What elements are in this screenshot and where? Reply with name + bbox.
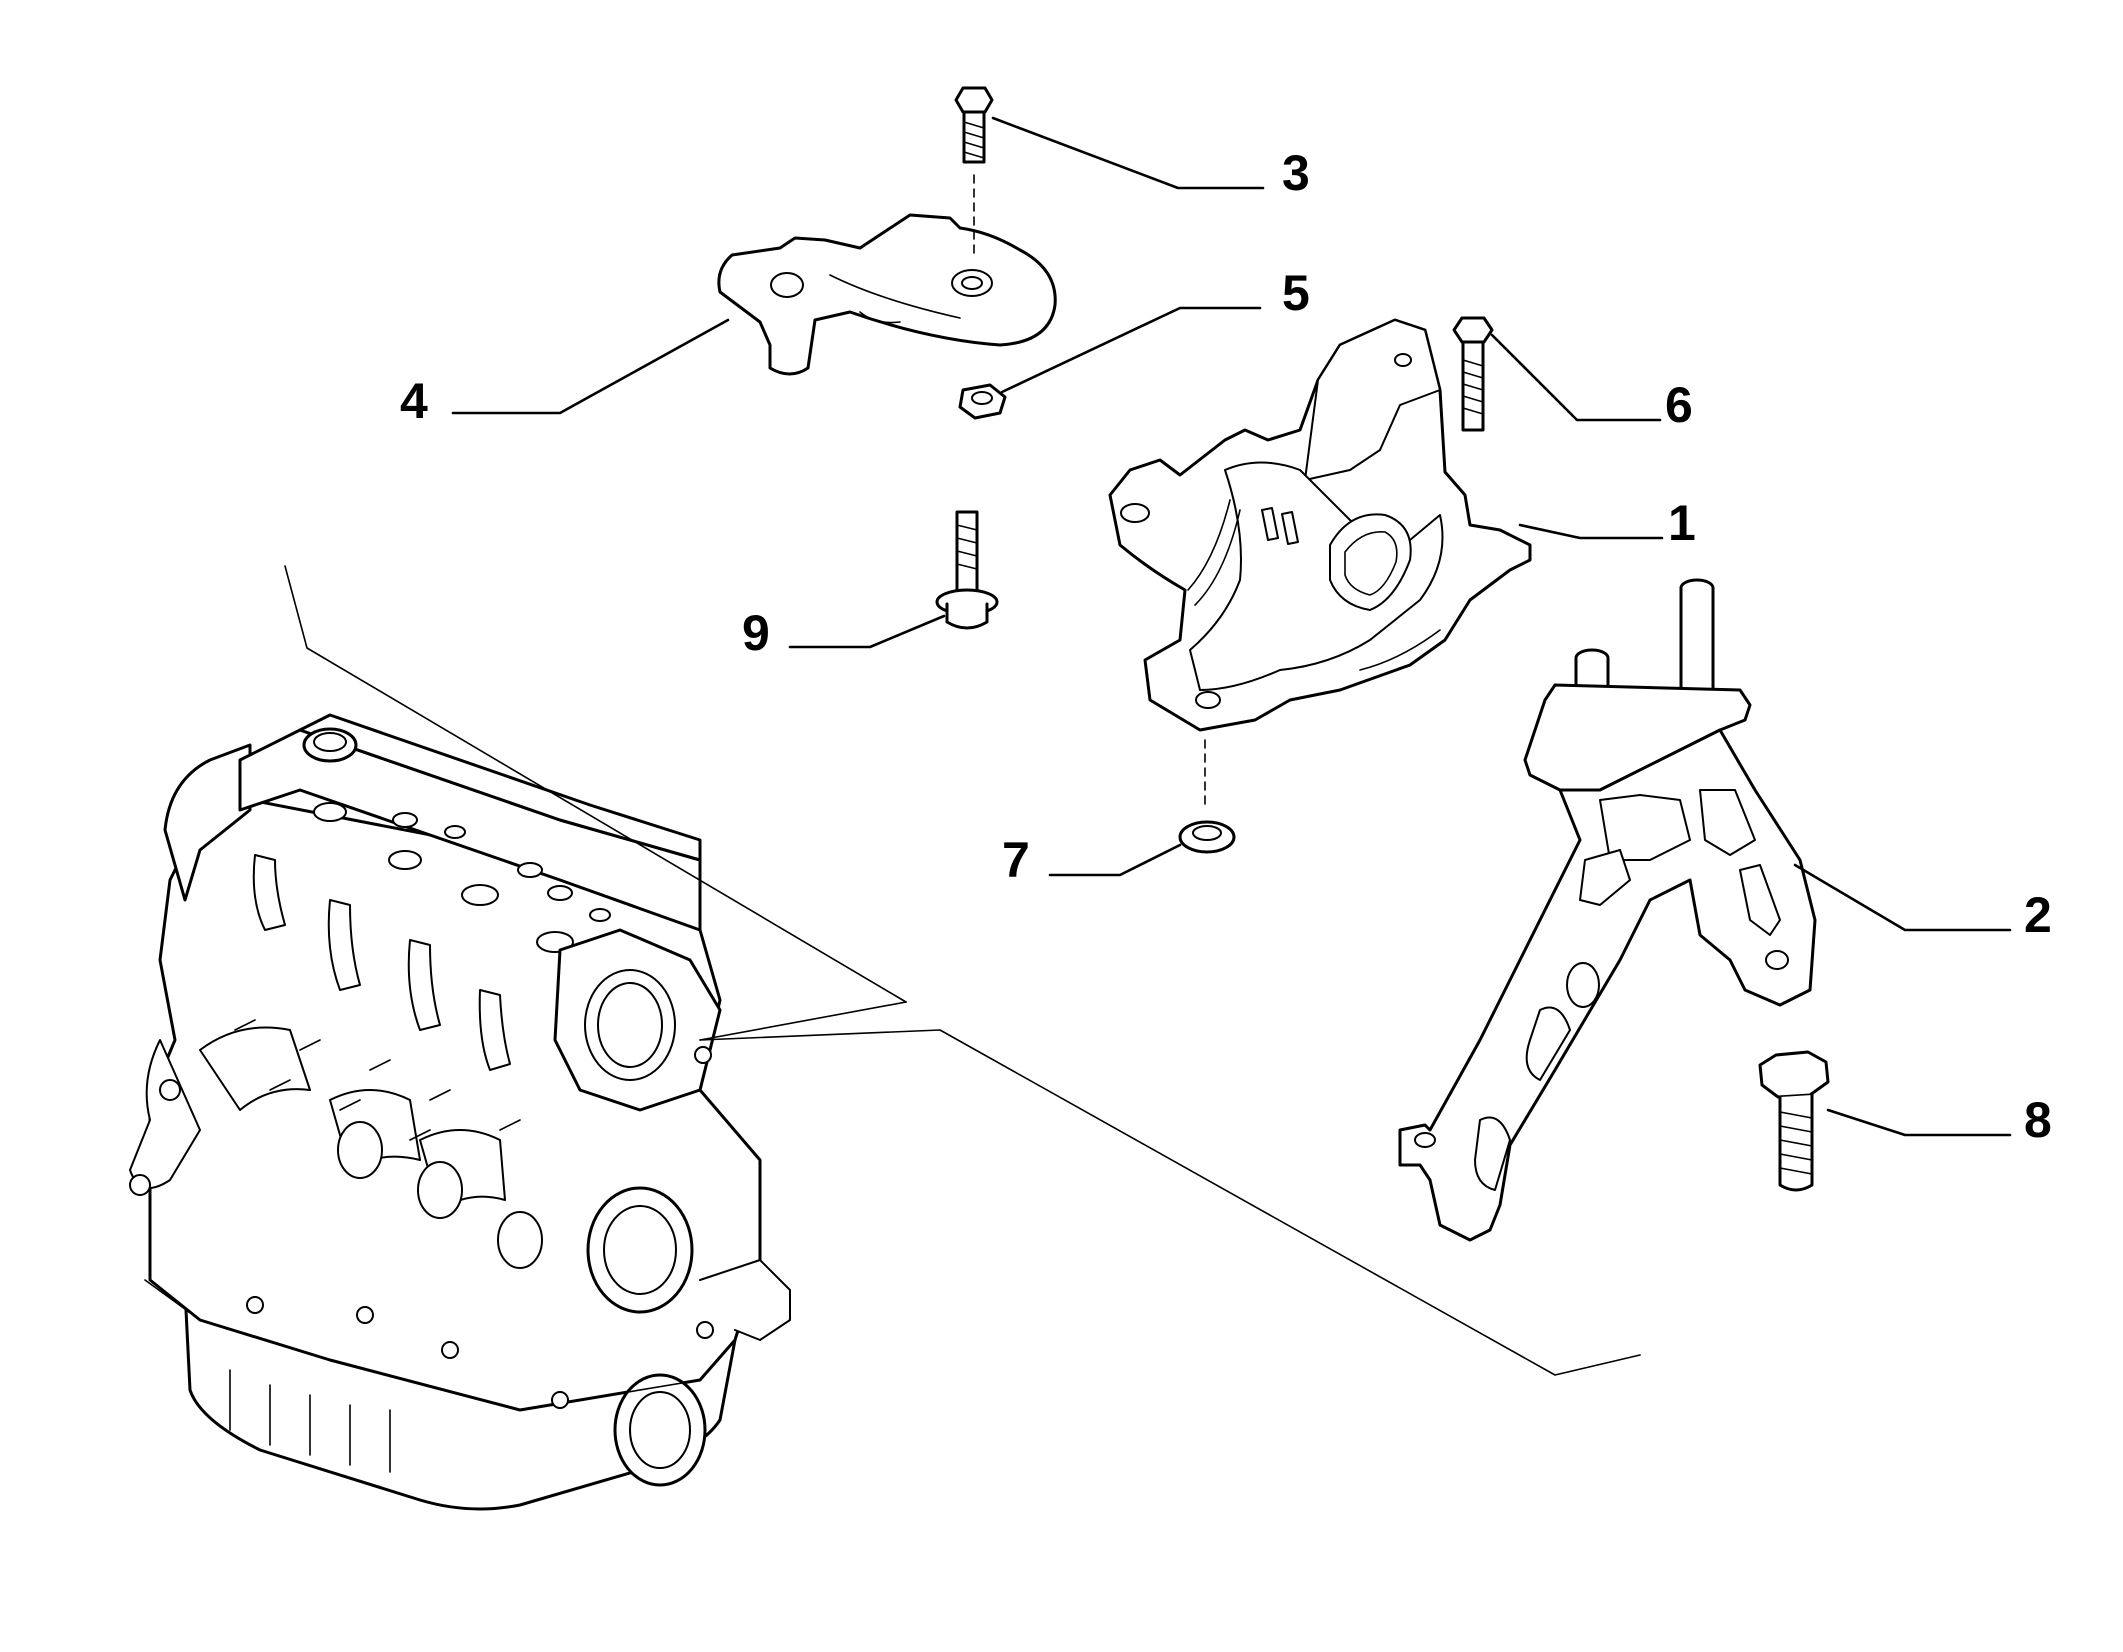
engine-mount-1 — [1108, 318, 1532, 811]
upper-mount-bracket — [717, 213, 1057, 376]
washer-7 — [1178, 820, 1236, 854]
callout-label-4: 4 — [400, 373, 428, 429]
leader-lines — [451, 116, 2012, 1137]
callout-label-7: 7 — [1002, 832, 1030, 888]
reference-lines — [284, 565, 1641, 1376]
callout-label-3: 3 — [1282, 145, 1310, 201]
callout-label-8: 8 — [2024, 1092, 2052, 1148]
support-bracket-2 — [1398, 578, 1817, 1242]
callout-label-1: 1 — [1668, 495, 1696, 551]
flange-bolt-9 — [935, 510, 999, 630]
callout-label-5: 5 — [1282, 265, 1310, 321]
bolt-6 — [1452, 316, 1494, 432]
callout-labels: 3 5 4 6 1 9 7 2 8 — [400, 145, 2052, 1148]
nut-5 — [958, 383, 1007, 420]
callout-label-9: 9 — [742, 605, 770, 661]
callout-label-6: 6 — [1665, 377, 1693, 433]
bolt-3 — [954, 86, 994, 256]
callout-label-2: 2 — [2024, 887, 2052, 943]
bolt-8 — [1758, 1050, 1830, 1192]
engine-block — [129, 713, 791, 1511]
